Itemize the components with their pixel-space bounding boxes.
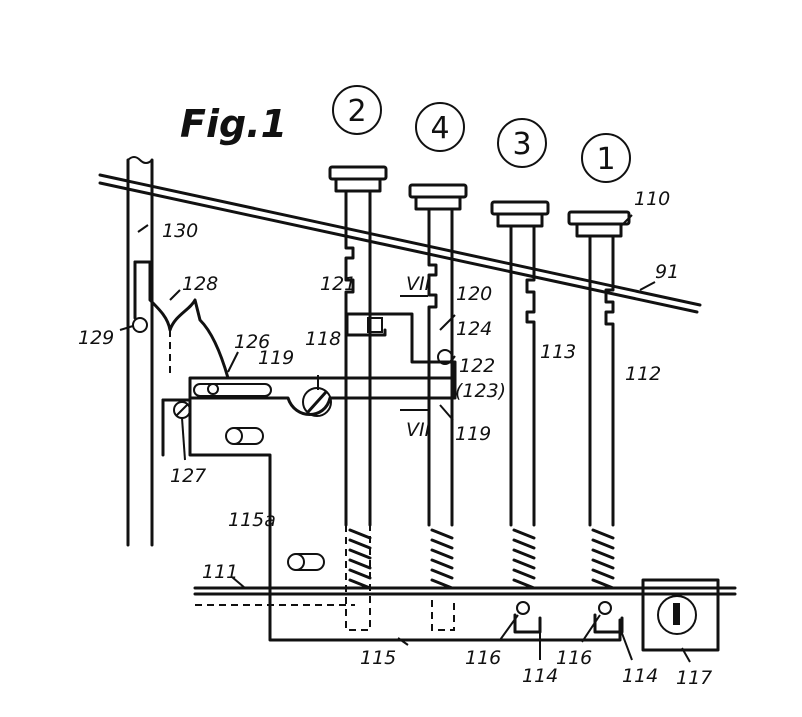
label-127: 127	[170, 465, 206, 487]
svg-text:2: 2	[347, 94, 366, 129]
base-bar-111	[193, 586, 737, 606]
label-111: 111	[202, 561, 238, 583]
post-130	[126, 156, 154, 547]
lever-128	[132, 260, 230, 380]
position-number-3: 3	[497, 118, 547, 168]
svg-text:1: 1	[596, 142, 615, 177]
position-number-2: 2	[332, 85, 382, 135]
plunger-1	[567, 210, 631, 590]
label-124: 124	[456, 318, 492, 340]
label-119-a: 119	[258, 347, 294, 369]
section-marker-bottom: VII	[400, 409, 431, 441]
label-116-a: 116	[465, 647, 501, 669]
slider-119	[188, 376, 457, 416]
latch-116-114-a	[513, 601, 542, 634]
section-marker-top: VII	[400, 273, 431, 297]
plate-115	[161, 398, 622, 642]
slot-screw-upper	[225, 427, 264, 445]
plunger-4	[408, 183, 468, 631]
label-112: 112	[625, 363, 661, 385]
slot-screw-lower	[287, 553, 325, 571]
label-120: 120	[456, 283, 492, 305]
plunger-3	[490, 200, 550, 590]
label-110: 110	[634, 188, 670, 210]
label-122: 122	[459, 355, 495, 377]
label-116-b: 116	[556, 647, 592, 669]
svg-text:4: 4	[430, 111, 449, 146]
position-number-1: 1	[581, 133, 631, 183]
label-91: 91	[655, 261, 679, 283]
bracket-120	[345, 312, 457, 380]
position-number-4: 4	[415, 102, 465, 152]
svg-text:3: 3	[512, 127, 531, 162]
label-118: 118	[305, 328, 341, 350]
label-128: 128	[182, 273, 218, 295]
svg-text:VII: VII	[406, 273, 431, 295]
label-130: 130	[162, 220, 198, 242]
label-115a: 115a	[228, 509, 276, 531]
label-121: 121	[320, 273, 356, 295]
leader-lines	[119, 214, 691, 663]
svg-text:VII: VII	[406, 419, 431, 441]
label-126: 126	[234, 331, 270, 353]
lock-117	[641, 578, 720, 652]
label-114-a: 114	[522, 665, 558, 687]
label-129: 129	[78, 327, 114, 349]
rail-91	[98, 173, 702, 314]
label-119-b: 119	[455, 423, 491, 445]
figure-title: Fig.1	[180, 102, 287, 146]
plunger-2	[328, 165, 388, 631]
label-123: (123)	[455, 380, 506, 402]
label-115: 115	[360, 647, 396, 669]
label-114-b: 114	[622, 665, 658, 687]
label-113: 113	[540, 341, 576, 363]
label-117: 117	[676, 667, 712, 689]
